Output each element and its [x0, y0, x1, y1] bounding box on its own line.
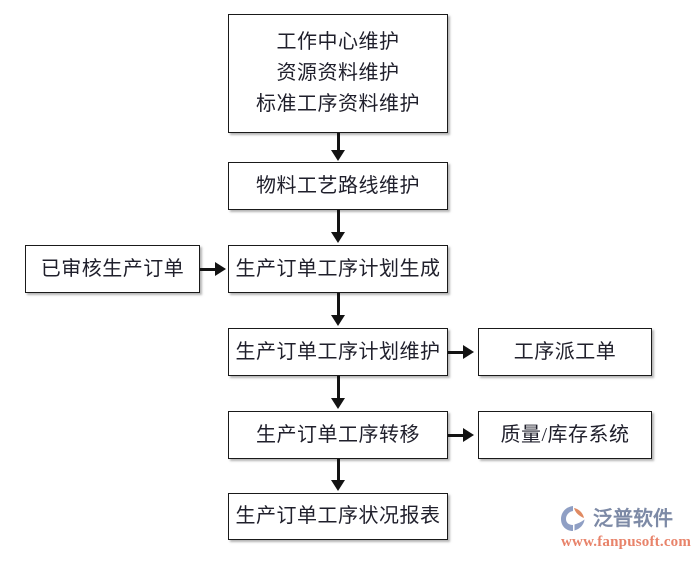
connector-line — [336, 293, 340, 317]
arrow-down-icon — [331, 315, 345, 326]
node-dispatch-label: 工序派工单 — [513, 340, 617, 363]
node-approved-label: 已审核生产订单 — [40, 257, 185, 280]
node-operation-dispatch-sheet[interactable]: 工序派工单 — [478, 328, 652, 376]
arrow-down-icon — [331, 398, 345, 409]
node-operation-status-report[interactable]: 生产订单工序状况报表 — [228, 493, 448, 540]
node-quality-inventory-label: 质量/库存系统 — [500, 423, 630, 446]
node-material-routing-maintenance[interactable]: 物料工艺路线维护 — [228, 162, 448, 210]
arrow-down-icon — [331, 480, 345, 491]
node-approved-production-order[interactable]: 已审核生产订单 — [25, 245, 200, 293]
node-operation-transfer[interactable]: 生产订单工序转移 — [228, 411, 448, 459]
node-transfer-label: 生产订单工序转移 — [256, 423, 420, 446]
watermark-url-text: www.fanpusoft.com — [561, 534, 691, 550]
arrow-down-icon — [331, 232, 345, 243]
node-report-label: 生产订单工序状况报表 — [235, 505, 441, 527]
watermark: 泛普软件 www.fanpusoft.com — [560, 503, 691, 555]
arrow-right-icon — [463, 345, 474, 359]
node-base-data-line-1: 工作中心维护 — [276, 31, 400, 53]
connector-line — [336, 210, 340, 234]
connector-line — [448, 433, 465, 437]
connector-line — [200, 267, 217, 271]
node-base-data-line-3: 标准工序资料维护 — [256, 93, 420, 115]
node-base-data-line-2: 资源资料维护 — [276, 62, 400, 84]
node-base-data-maintenance[interactable]: 工作中心维护 资源资料维护 标准工序资料维护 — [228, 14, 448, 133]
node-operation-plan-generation[interactable]: 生产订单工序计划生成 — [228, 245, 448, 293]
watermark-brand-text: 泛普软件 — [593, 506, 673, 530]
connector-line — [336, 459, 340, 482]
connector-line — [336, 133, 340, 152]
arrow-right-icon — [215, 262, 226, 276]
fanpu-logo-icon — [560, 505, 590, 532]
node-quality-inventory-system[interactable]: 质量/库存系统 — [478, 411, 652, 459]
node-operation-plan-maintenance[interactable]: 生产订单工序计划维护 — [228, 328, 448, 376]
node-generate-label: 生产订单工序计划生成 — [235, 257, 441, 280]
arrow-down-icon — [331, 150, 345, 161]
node-maintain-label: 生产订单工序计划维护 — [235, 340, 441, 363]
connector-line — [448, 350, 465, 354]
arrow-right-icon — [463, 428, 474, 442]
watermark-brand-row: 泛普软件 — [560, 503, 673, 533]
connector-line — [336, 376, 340, 400]
node-route-label: 物料工艺路线维护 — [256, 174, 420, 197]
